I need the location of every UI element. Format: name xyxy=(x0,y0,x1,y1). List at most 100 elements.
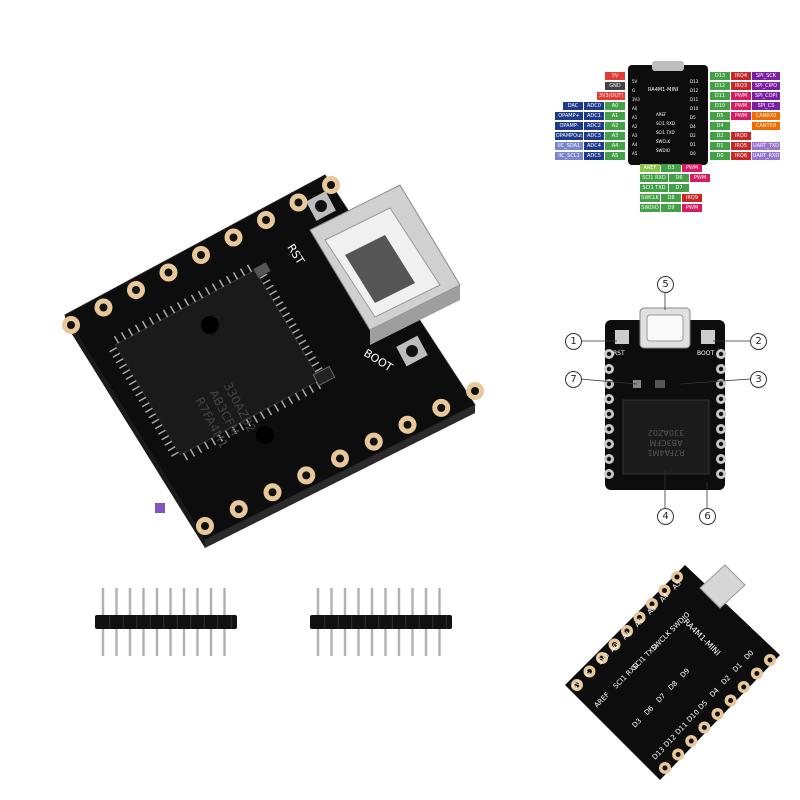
gpio-pad xyxy=(672,748,685,761)
pinout-cell: ADC5 xyxy=(584,151,604,160)
pinout-board-pin: 3V3 xyxy=(632,97,640,102)
pinout-board-pin: SCI1 RXD xyxy=(656,121,675,126)
gpio-pad xyxy=(716,469,726,479)
pinout-cell: A3 xyxy=(605,131,625,140)
pinout-row: 3V3(OUT) xyxy=(536,91,626,100)
pinout-board-pin: SWCLK xyxy=(656,139,671,144)
pin-label: G xyxy=(583,669,593,679)
pinout-cell: D9 xyxy=(661,203,681,212)
gpio-pad xyxy=(229,500,248,519)
gpio-pad xyxy=(159,263,178,282)
gpio-pad xyxy=(659,762,671,774)
pinout-board-pin: A5 xyxy=(632,151,638,156)
gpio-pad xyxy=(750,667,763,680)
gpio-pad xyxy=(716,409,726,419)
gpio-pad xyxy=(604,469,614,479)
gpio-pad xyxy=(263,483,282,502)
gpio-pad xyxy=(604,379,614,389)
pinout-board-pin: D2 xyxy=(690,133,696,138)
pinout-cell: D11 xyxy=(710,91,730,100)
pinout-board-pin: SCI1 TXD xyxy=(656,130,675,135)
pinout-board-pin: A1 xyxy=(632,115,638,120)
pinout-cell: SCI1 TXD xyxy=(640,183,668,192)
gpio-pad xyxy=(364,432,383,451)
pinout-cell: PWM xyxy=(731,91,751,100)
pinout-cell: D1 xyxy=(710,141,730,150)
gpio-pad xyxy=(646,598,658,610)
pinout-cell: IRQ3 xyxy=(731,81,751,90)
pinout-cell: GND xyxy=(605,81,625,90)
pinout-cell: UART_RXD xyxy=(752,151,780,160)
gpio-pad xyxy=(604,364,614,374)
pinout-cell: D5 xyxy=(710,111,730,120)
pinout-cell: ADC1 xyxy=(584,111,604,120)
pinout-board-pin: D12 xyxy=(690,88,699,93)
gpio-pad xyxy=(289,193,308,212)
pin-header-right xyxy=(310,588,452,656)
gpio-pad xyxy=(737,681,750,693)
gpio-pad xyxy=(685,735,698,747)
main-board-photo: R7FA4M1 AB3CFM 330AZ02 RST BOOT xyxy=(62,174,484,548)
pinout-cell: SPI_CS xyxy=(752,101,780,110)
gpio-pad xyxy=(196,517,214,535)
pinout-board-pin: D5 xyxy=(690,115,696,120)
mount-hole xyxy=(201,316,219,334)
gpio-pad xyxy=(297,466,316,485)
gpio-pad xyxy=(398,415,417,434)
pinout-cell: SPI_COPI xyxy=(752,91,780,100)
pinout-cell: D12 xyxy=(710,81,730,90)
gpio-pad xyxy=(621,625,633,637)
gpio-pad xyxy=(716,394,726,404)
pinout-cell: D0 xyxy=(710,151,730,160)
gpio-pad xyxy=(604,424,614,434)
callout-marker-3: 3 xyxy=(750,371,767,388)
callout-marker-1: 1 xyxy=(565,333,582,350)
gpio-pad xyxy=(724,694,737,707)
gpio-pad xyxy=(633,611,646,624)
pinout-row: 5V xyxy=(536,71,626,80)
pinout-cell: PWM xyxy=(682,203,702,212)
pinout-board-pin: A2 xyxy=(632,124,638,129)
pinout-cell xyxy=(731,122,751,130)
gpio-pad xyxy=(583,665,596,678)
pinout-cell: A5 xyxy=(605,151,625,160)
pinout-cell: SWCLK xyxy=(640,193,660,202)
pinout-board-title: RA4M1-MINI xyxy=(648,87,679,93)
pinout-board-pin: D4 xyxy=(690,124,696,129)
gpio-pad xyxy=(658,584,671,597)
gpio-pad xyxy=(604,439,614,449)
gpio-pad xyxy=(716,349,726,359)
pinout-cell: PWM xyxy=(682,163,702,172)
callout-marker-4: 4 xyxy=(657,508,674,525)
pinout-cell: PWM xyxy=(731,101,751,110)
pinout-cell: SCI1 RXD xyxy=(640,173,668,182)
gpio-pad xyxy=(716,454,726,464)
pinout-cell: A0 xyxy=(605,101,625,110)
pinout-cell: D4 xyxy=(710,121,730,130)
gpio-pad xyxy=(604,349,614,359)
pinout-cell: SWDIO xyxy=(640,203,660,212)
pinout-cell: PWM xyxy=(731,111,751,120)
pinout-cell: IRQ6 xyxy=(731,151,751,160)
header-body xyxy=(95,615,237,629)
pinout-cell: ADC0 xyxy=(584,101,604,110)
gpio-pad xyxy=(604,454,614,464)
gpio-pad xyxy=(596,652,608,664)
gpio-pad xyxy=(127,281,145,299)
callout-chip-text-2: AB3CFM xyxy=(649,438,682,447)
pinout-board-pin: D1 xyxy=(690,142,696,147)
callout-marker-7: 7 xyxy=(565,371,582,388)
